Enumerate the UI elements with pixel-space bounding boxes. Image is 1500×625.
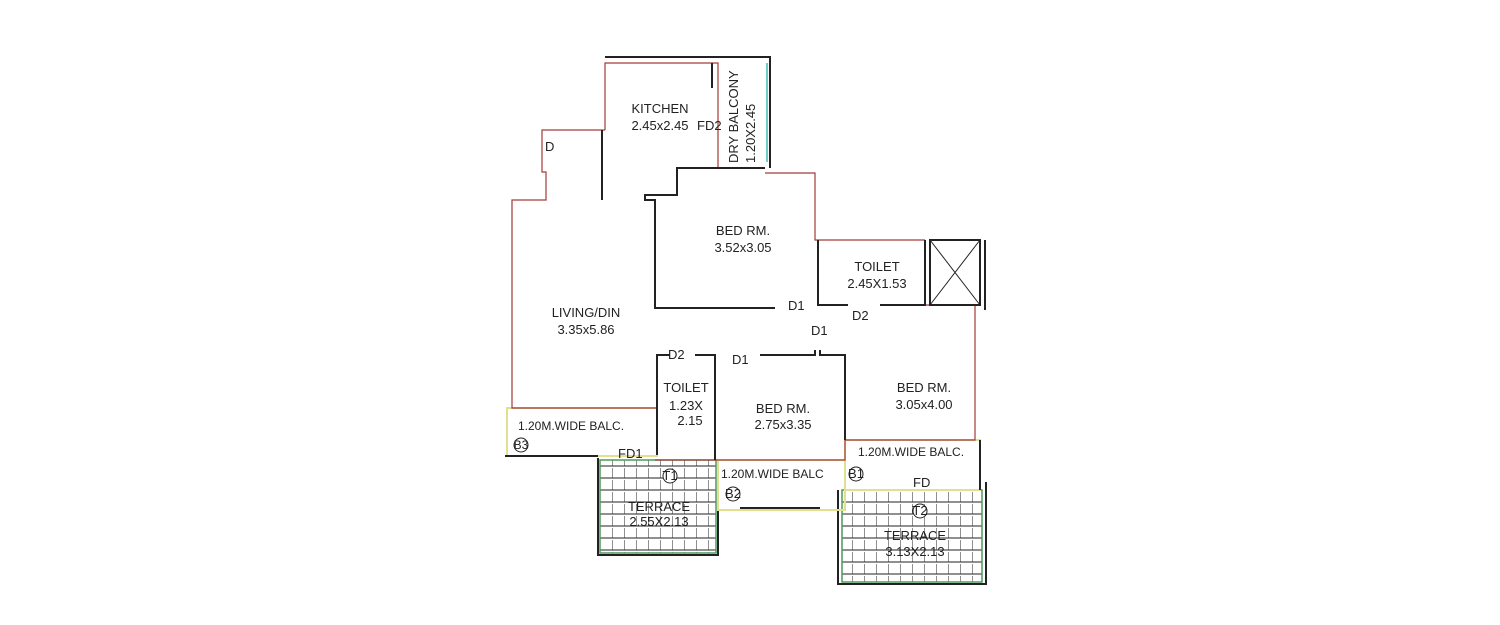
- terrace2-tag: T2: [912, 503, 927, 518]
- balcony-b1-name: 1.20M.WIDE BALC.: [858, 445, 964, 459]
- door-d2-toilet2: D2: [668, 347, 685, 362]
- kitchen-size: 2.45x2.45: [631, 118, 688, 133]
- toilet1-size: 2.45X1.53: [847, 276, 906, 291]
- door-fd1: FD1: [618, 446, 643, 461]
- door-d1-bed1: D1: [788, 298, 805, 313]
- terrace-1: [597, 458, 719, 556]
- terrace1-name: TERRACE: [628, 499, 690, 514]
- door-fd2: FD2: [697, 118, 722, 133]
- door-d1-bed3: D1: [811, 323, 828, 338]
- balcony-b2-tag: B2: [725, 486, 741, 501]
- bed2-size: 2.75x3.35: [754, 417, 811, 432]
- terrace1-size: 2.55X2.13: [629, 514, 688, 529]
- balcony-b1-tag: B1: [848, 466, 864, 481]
- terrace2-name: TERRACE: [884, 528, 946, 543]
- door-d2-toilet1: D2: [852, 308, 869, 323]
- bed1-size: 3.52x3.05: [714, 240, 771, 255]
- balcony-b3-name: 1.20M.WIDE BALC.: [518, 419, 624, 433]
- kitchen-name: KITCHEN: [631, 101, 688, 116]
- toilet2-size-b: 2.15: [677, 413, 702, 428]
- balcony-b2-name: 1.20M.WIDE BALC: [721, 467, 824, 481]
- toilet2-name: TOILET: [663, 380, 708, 395]
- door-d: D: [545, 139, 554, 154]
- bed2-name: BED RM.: [756, 401, 810, 416]
- terrace2-size: 3.13X2.13: [885, 544, 944, 559]
- terrace1-tag: T1: [662, 468, 677, 483]
- dry-balcony-name: DRY BALCONY: [726, 70, 741, 163]
- bed3-size: 3.05x4.00: [895, 397, 952, 412]
- balcony-b3-tag: B3: [514, 438, 529, 452]
- door-fd: FD: [913, 475, 930, 490]
- bed3-name: BED RM.: [897, 380, 951, 395]
- toilet1-name: TOILET: [854, 259, 899, 274]
- bed1-name: BED RM.: [716, 223, 770, 238]
- living-name: LIVING/DIN: [552, 305, 621, 320]
- terrace-2: [837, 482, 987, 585]
- walls: [601, 56, 986, 490]
- toilet2-size-a: 1.23X: [669, 398, 703, 413]
- door-d1-bed2: D1: [732, 352, 749, 367]
- living-size: 3.35x5.86: [557, 322, 614, 337]
- dry-balcony-size: 1.20X2.45: [743, 104, 758, 163]
